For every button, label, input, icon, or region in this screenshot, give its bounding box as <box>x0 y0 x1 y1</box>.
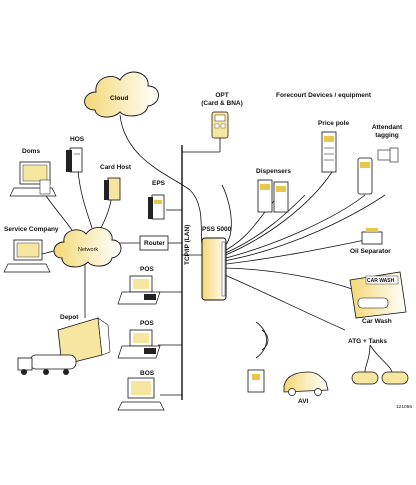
figure-id: 121056 <box>396 405 413 410</box>
pos-terminal-2-icon <box>117 329 161 359</box>
router-box-icon <box>139 235 169 251</box>
service-company-computer-icon <box>3 239 51 273</box>
car-wash-icon <box>349 271 407 319</box>
avi-car-icon <box>247 321 329 396</box>
attendant-tagging-icon <box>357 147 399 195</box>
depot-label: Depot <box>60 314 79 321</box>
network-cloud-icon <box>53 227 122 268</box>
cloud-icon <box>84 71 159 118</box>
forecourt-title: Forecourt Devices / equipment <box>276 92 371 99</box>
pss-oil <box>217 239 366 266</box>
lan-label: TCP/IP (LAN) <box>184 224 191 265</box>
pss-attendant <box>217 194 366 261</box>
avi-label: AVI <box>298 398 309 405</box>
router-label: Router <box>144 240 165 247</box>
pos2-label: POS <box>140 320 154 327</box>
dispensers-icon <box>257 179 289 213</box>
opt-terminal-icon <box>211 111 229 139</box>
dispensers-label: Dispensers <box>256 168 292 175</box>
hos-label: HOS <box>70 136 85 143</box>
oil-separator-icon <box>361 228 383 245</box>
atg-tanks-label: ATG + Tanks <box>348 338 387 345</box>
pss5000-cabinet-icon <box>201 237 227 301</box>
oil-separator-label: Oil Separator <box>350 248 391 255</box>
network-label: Network <box>78 247 99 253</box>
atg-tanks-icon <box>351 371 409 385</box>
opt-label: OPT (Card & BNA) <box>201 92 243 107</box>
bos-label: BOS <box>140 370 155 377</box>
pos-terminal-1-icon <box>117 275 161 305</box>
eps-label: EPS <box>152 180 166 187</box>
card-host-server-icon <box>104 177 121 201</box>
pos1-label: POS <box>140 266 154 273</box>
doms-computer-icon <box>9 161 57 197</box>
hos-server-icon <box>66 147 83 173</box>
car-wash-sign: CAR WASH <box>367 278 395 284</box>
hos-link <box>77 169 93 229</box>
eps-server-icon <box>148 194 165 220</box>
pss-atg <box>217 271 346 331</box>
cloud-link <box>119 114 203 246</box>
card-host-label: Card Host <box>100 164 132 171</box>
car-wash-label: Car Wash <box>362 318 392 325</box>
pss5000-label: PSS 5000 <box>202 226 232 233</box>
pss-pricepole <box>217 171 333 259</box>
cloud-label: Cloud <box>110 95 129 102</box>
price-pole-icon <box>321 131 337 173</box>
price-pole-label: Price pole <box>318 120 350 127</box>
attendant-tagging-label: Attendant tagging <box>371 124 403 139</box>
bos-computer-icon <box>117 377 165 411</box>
depot-tanker-icon <box>17 317 111 375</box>
service-company-label: Service Company <box>4 226 59 233</box>
pss-carwash <box>217 267 361 293</box>
doms-label: Doms <box>22 148 41 155</box>
